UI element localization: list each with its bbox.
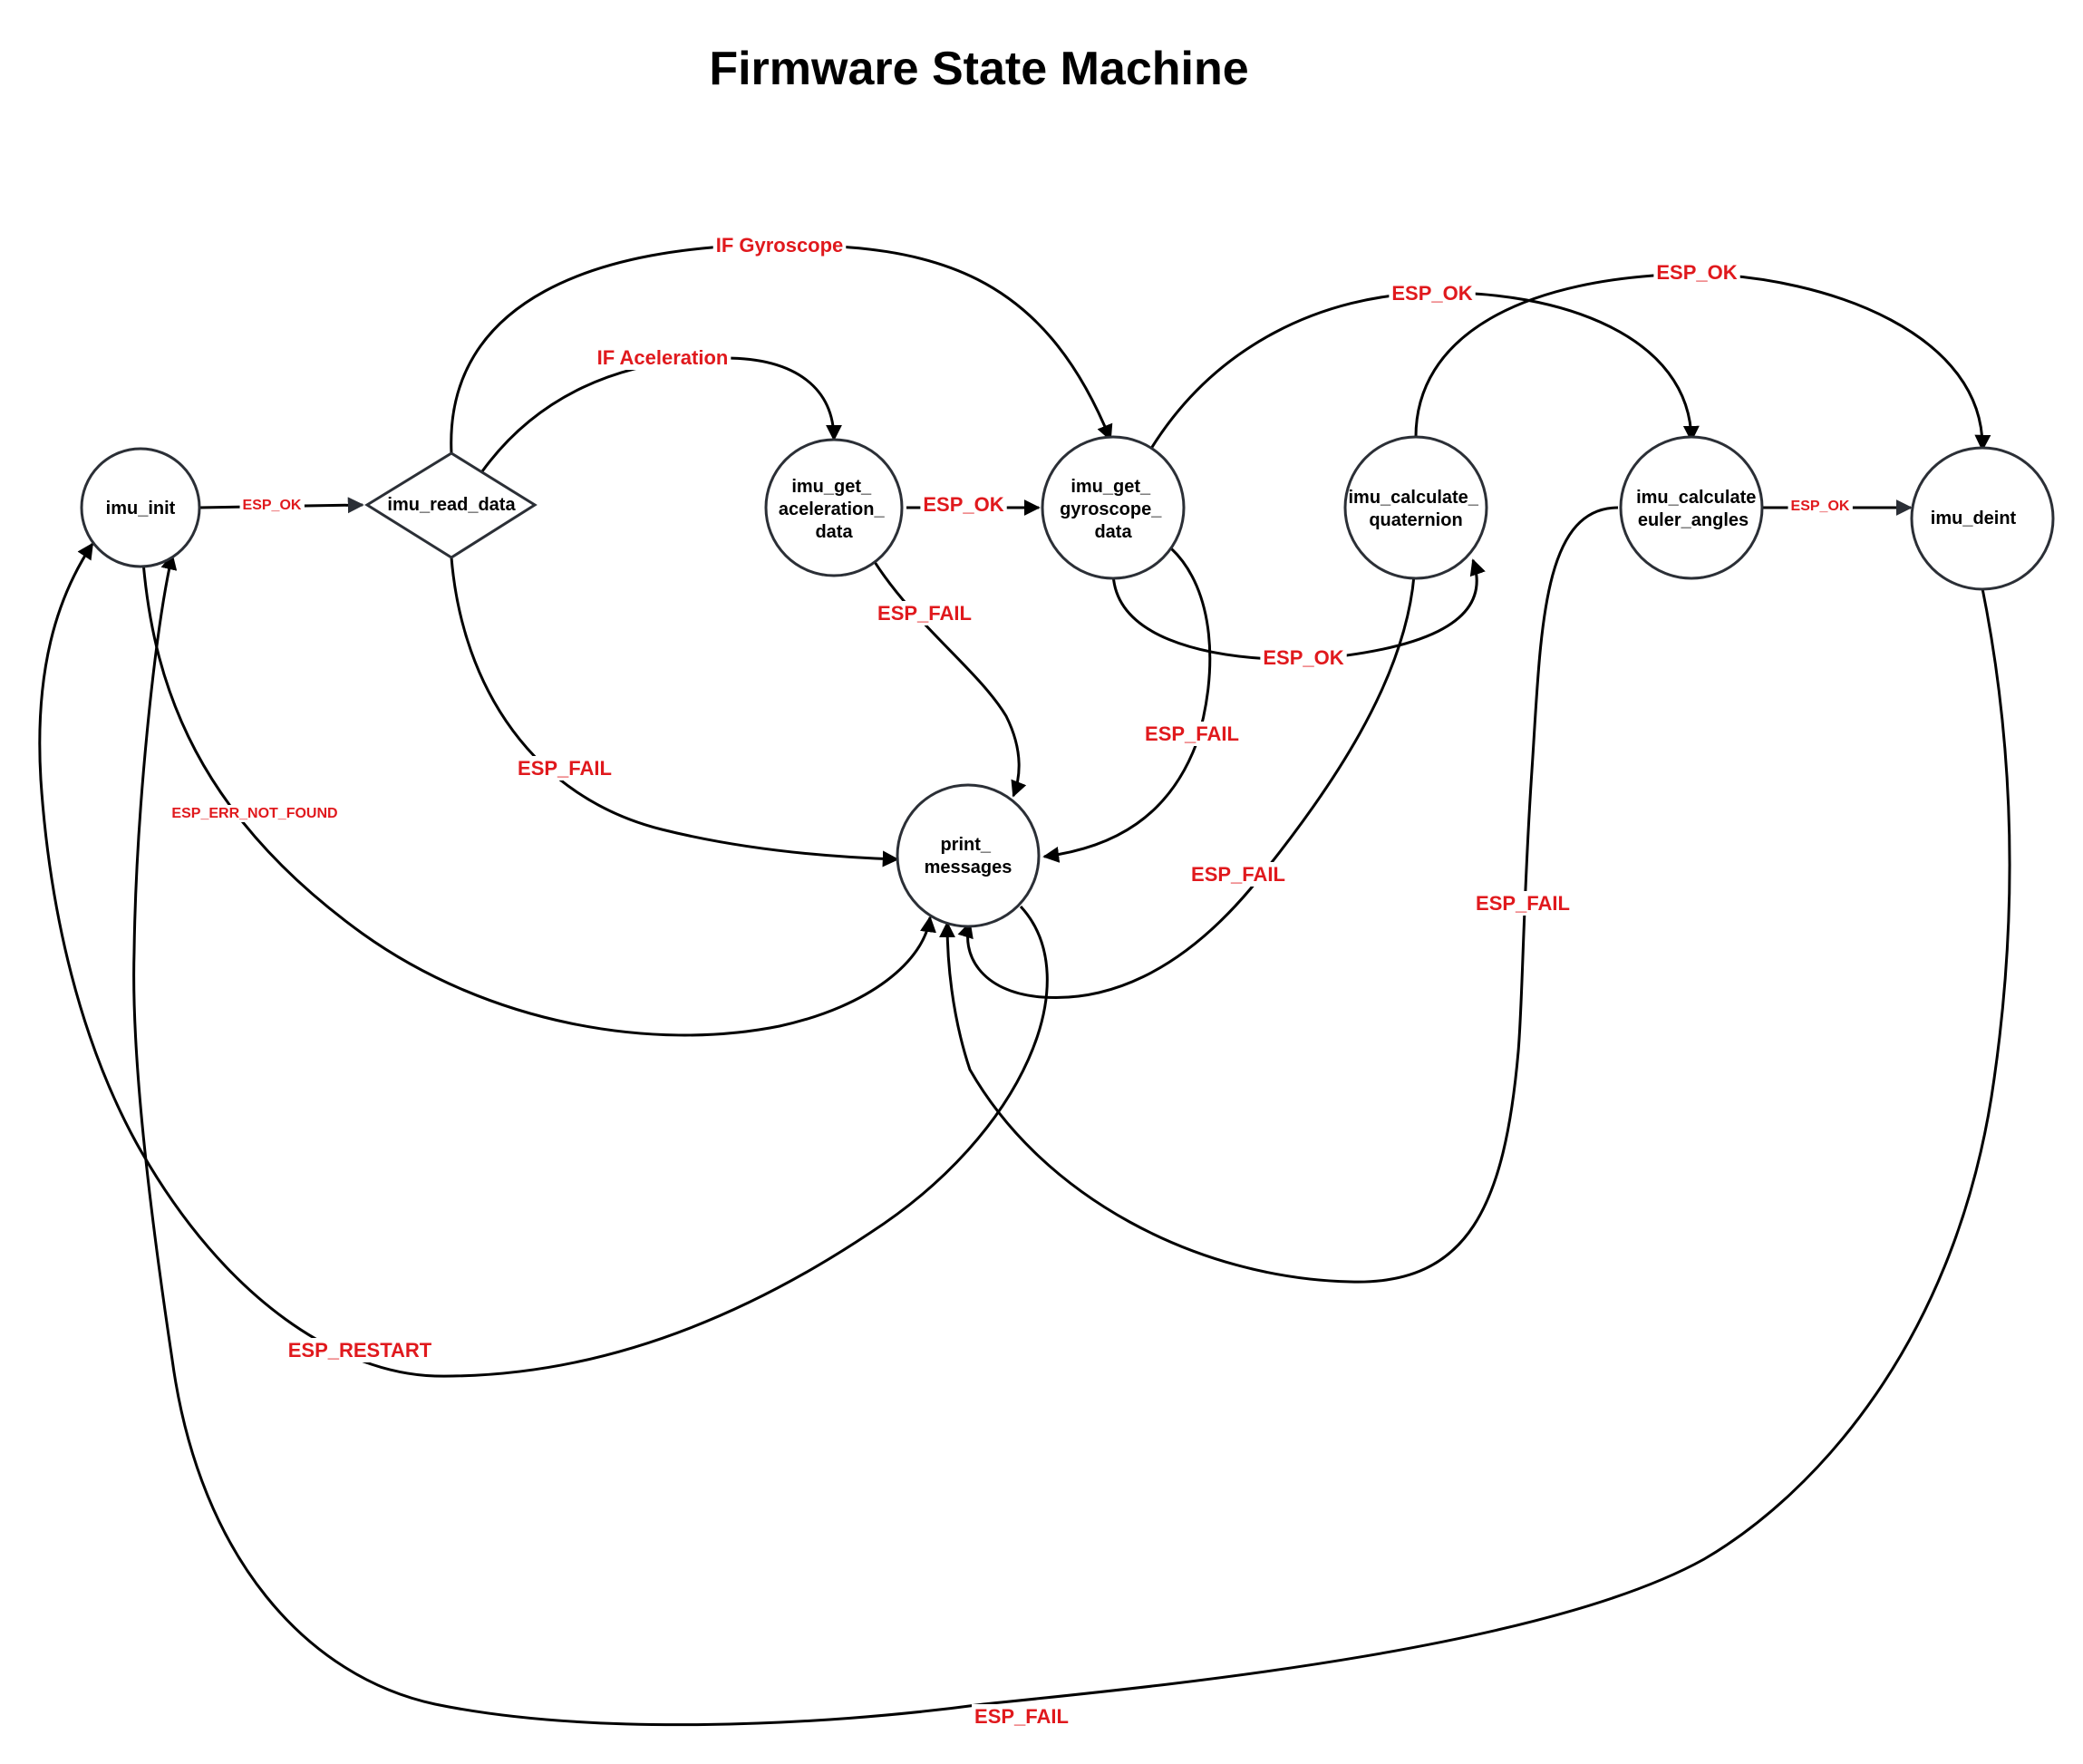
edge-label-gyro-to-quat: ESP_OK (1263, 646, 1343, 669)
edge-gyro-to-euler (1148, 291, 1700, 452)
edge-label-background (169, 805, 341, 822)
diagram-title: Firmware State Machine (709, 43, 1248, 95)
edge-label-background (1389, 281, 1476, 305)
edge-label-background (1653, 260, 1740, 285)
node-label: imu_get_ aceleration_ data (779, 477, 889, 542)
edge-label-background (239, 497, 305, 514)
edge-quat-to-deint (1414, 272, 1991, 451)
node-label: imu_init (106, 499, 176, 519)
edge-read-to-gyro (450, 243, 1113, 454)
edge-label-background (1260, 645, 1347, 670)
node-imu-read-data[interactable]: imu_read_data (364, 451, 538, 559)
edge-label-background (1142, 722, 1242, 746)
edge-label-gyro-to-euler: ESP_OK (1391, 282, 1472, 305)
edge-label-quat-to-deint: ESP_OK (1656, 261, 1737, 284)
edge-init-to-print (141, 561, 936, 1037)
node-imu-calculate-quaternion[interactable]: imu_calculate_ quaternion (1343, 435, 1488, 580)
edge-label-read-to-gyro: IF Gyroscope (716, 234, 844, 257)
node-imu-init[interactable]: imu_init (80, 447, 201, 568)
edge-label-background (1473, 891, 1573, 916)
edge-euler-to-print (939, 506, 1619, 1284)
edge-print-to-init (38, 542, 1049, 1378)
edge-label-read-to-print: ESP_FAIL (518, 757, 612, 780)
edge-label-read-to-accel: IF Aceleration (597, 346, 729, 369)
node-label: print_ messages (925, 835, 1012, 877)
edge-labels: ESP_OK IF Gyroscope IF Aceleration ESP_O… (169, 233, 1853, 1729)
edge-label-accel-to-gyro: ESP_OK (923, 493, 1003, 516)
edge-quat-to-print (957, 575, 1416, 1000)
node-imu-get-aceleration-data[interactable]: imu_get_ aceleration_ data (764, 438, 904, 577)
edge-label-background (285, 1338, 435, 1362)
edge-label-euler-to-deint: ESP_OK (1791, 499, 1850, 514)
node-label: imu_calculate euler_angles (1636, 488, 1761, 530)
edge-label-background (972, 1704, 1071, 1729)
edge-read-to-accel (480, 356, 842, 472)
node-label: imu_get_ gyroscope_ data (1060, 477, 1167, 542)
edge-label-print-to-init: ESP_RESTART (288, 1339, 432, 1362)
nodes: imu_init imu_read_data imu_get_ acelerat… (80, 435, 2055, 928)
edge-label-background (875, 601, 974, 625)
edge-label-quat-to-print: ESP_FAIL (1191, 863, 1285, 886)
node-label: imu_read_data (387, 495, 516, 515)
node-label: imu_calculate_ quaternion (1349, 488, 1484, 530)
edge-label-background (1188, 862, 1288, 887)
edge-deint-to-init (132, 553, 2011, 1727)
edge-label-background (594, 345, 731, 370)
edge-label-background (712, 233, 847, 257)
node-imu-get-gyroscope-data[interactable]: imu_get_ gyroscope_ data (1041, 435, 1186, 580)
edge-label-accel-to-print: ESP_FAIL (877, 602, 972, 625)
edge-label-background (920, 492, 1007, 517)
edge-label-init-to-print: ESP_ERR_NOT_FOUND (171, 806, 337, 821)
edge-label-gyro-to-print: ESP_FAIL (1145, 722, 1239, 745)
edge-label-init-to-read: ESP_OK (243, 498, 302, 513)
edge-accel-to-print (873, 561, 1027, 798)
edge-read-to-print (450, 557, 899, 867)
edge-label-background (515, 756, 615, 780)
node-print-messages[interactable]: print_ messages (896, 783, 1041, 928)
edge-gyro-to-print (1042, 547, 1212, 863)
node-label: imu_deint (1931, 509, 2017, 528)
node-imu-calculate-euler-angles[interactable]: imu_calculate euler_angles (1619, 435, 1764, 580)
edge-label-background (1788, 498, 1853, 515)
edge-label-euler-to-print: ESP_FAIL (1476, 892, 1570, 915)
node-imu-deint[interactable]: imu_deint (1910, 446, 2055, 591)
edge-label-deint-to-init: ESP_FAIL (974, 1705, 1069, 1728)
